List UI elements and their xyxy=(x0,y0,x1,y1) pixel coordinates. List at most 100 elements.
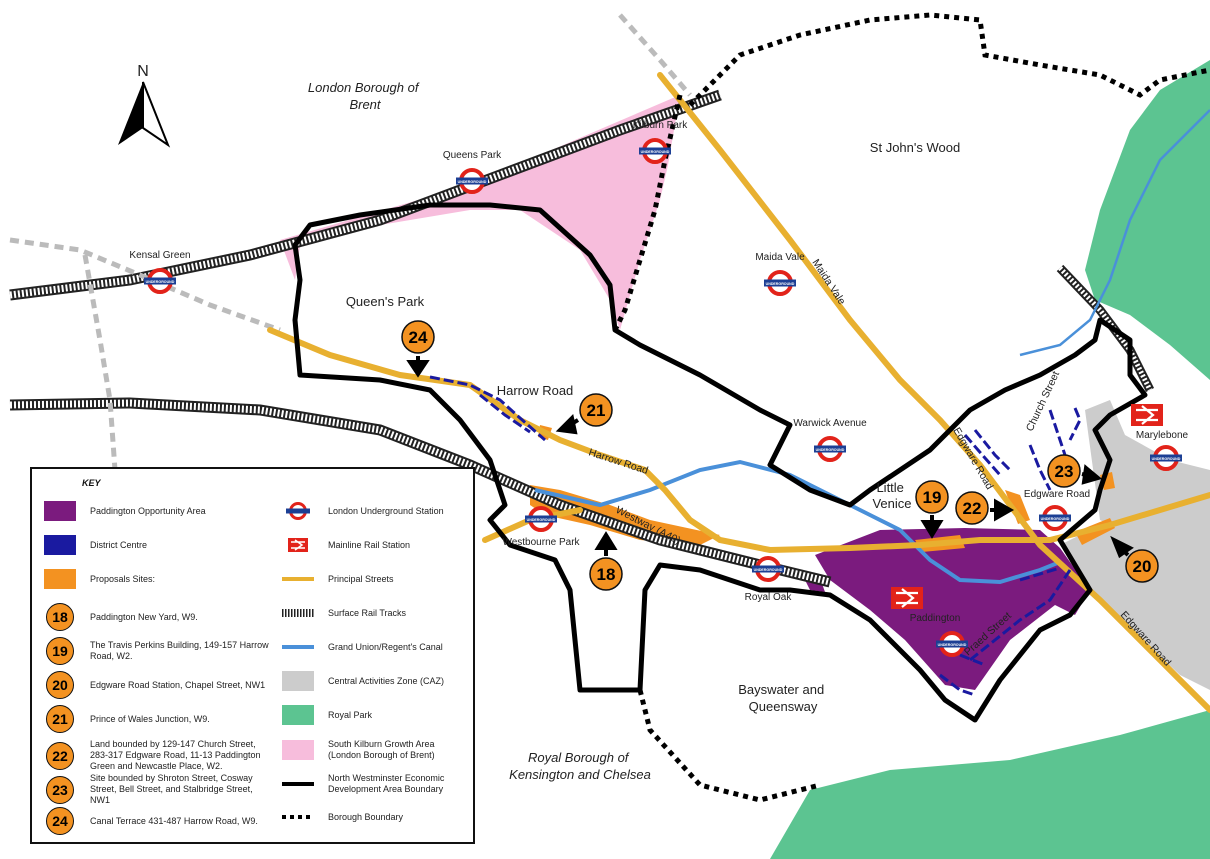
rail-tracks-icon xyxy=(282,603,314,623)
site-marker-19: 19 xyxy=(915,480,949,539)
key-row: 23 Site bounded by Shroton Street, Cosway… xyxy=(44,773,269,806)
little-venice-line-2: Venice xyxy=(872,496,911,511)
station-kilburn-park: Kilburn Park xyxy=(633,120,688,164)
key-site-number: 22 xyxy=(46,741,74,770)
key-swatch xyxy=(44,569,76,589)
svg-text:18: 18 xyxy=(597,565,616,584)
station-edgware-road: Edgware Road xyxy=(1024,489,1090,531)
station-label-royal-oak: Royal Oak xyxy=(745,592,793,603)
station-warwick-avenue: Warwick Avenue xyxy=(793,418,867,462)
bayswater-line-1: Bayswater and xyxy=(738,682,824,697)
key-row: Royal Park xyxy=(282,705,467,725)
key-row: Central Activities Zone (CAZ) xyxy=(282,671,467,691)
site-marker-18: 18 xyxy=(589,531,623,591)
area-label-harrow-road: Harrow Road xyxy=(497,383,574,398)
street-label-maida-vale: Maida Vale xyxy=(809,257,847,307)
key-row: London Underground Station xyxy=(282,501,467,521)
area-label-kensington: Royal Borough of Kensington and Chelsea xyxy=(509,750,651,782)
key-row: South Kilburn Growth Area (London Boroug… xyxy=(282,739,467,761)
key-row: Surface Rail Tracks xyxy=(282,603,467,623)
area-label-little-venice: Little Venice xyxy=(872,480,911,511)
site-marker-22: 22 xyxy=(955,491,1015,525)
royal-park-hyde xyxy=(770,710,1210,859)
key-label: Prince of Wales Junction, W9. xyxy=(90,713,210,724)
site-marker-24: 24 xyxy=(401,320,435,378)
key-label: Surface Rail Tracks xyxy=(328,607,407,618)
station-queens-park: Queens Park xyxy=(443,150,502,194)
borough-boundary-swatch xyxy=(282,807,314,827)
key-label: Mainline Rail Station xyxy=(328,539,411,550)
key-site-number: 24 xyxy=(46,807,74,835)
key-label: Canal Terrace 431-487 Harrow Road, W9. xyxy=(90,815,258,826)
caz-area-2 xyxy=(1060,520,1210,690)
key-row: Principal Streets xyxy=(282,569,467,589)
key-label: Paddington Opportunity Area xyxy=(90,505,206,516)
station-label-paddington: Paddington xyxy=(910,613,961,624)
svg-text:24: 24 xyxy=(409,328,428,347)
key-line-swatch xyxy=(282,569,314,589)
station-paddington: Paddington xyxy=(889,585,970,657)
key-swatch xyxy=(282,705,314,725)
station-label-warwick-avenue: Warwick Avenue xyxy=(793,418,867,429)
key-label: Site bounded by Shroton Street, Cosway S… xyxy=(90,773,253,805)
brent-line-1: London Borough of xyxy=(308,80,420,95)
street-label-harrow-road: Harrow Road xyxy=(587,446,650,477)
bayswater-line-2: Queensway xyxy=(749,699,818,714)
key-swatch xyxy=(282,740,314,760)
site-marker-23: 23 xyxy=(1047,454,1103,488)
key-site-number: 18 xyxy=(46,603,74,631)
key-label: District Centre xyxy=(90,539,148,550)
boundary-line-swatch xyxy=(282,774,314,794)
south-kilburn-growth-area xyxy=(280,95,680,330)
key-site-number: 23 xyxy=(46,775,74,804)
key-row: Borough Boundary xyxy=(282,807,467,827)
underground-icon xyxy=(282,501,314,521)
svg-text:21: 21 xyxy=(587,401,606,420)
royal-park-regents xyxy=(1085,60,1210,380)
key-row: Mainline Rail Station xyxy=(282,535,467,555)
key-label: Proposals Sites: xyxy=(90,573,156,584)
north-westminster-boundary xyxy=(292,202,1148,723)
key-row: 24 Canal Terrace 431-487 Harrow Road, W9. xyxy=(44,807,269,835)
key-site-number: 21 xyxy=(46,705,74,733)
brent-line-2: Brent xyxy=(349,97,381,112)
station-maida-vale: Maida Vale xyxy=(755,252,805,296)
key-label: North Westminster Economic Development A… xyxy=(328,773,445,794)
station-label-kilburn-park: Kilburn Park xyxy=(633,120,688,131)
key-row: North Westminster Economic Development A… xyxy=(282,773,467,795)
station-label-marylebone: Marylebone xyxy=(1136,430,1189,441)
station-label-maida-vale: Maida Vale xyxy=(755,252,805,263)
key-label: London Underground Station xyxy=(328,505,444,516)
north-arrow: N xyxy=(118,63,171,148)
area-label-st-johns-wood: St John's Wood xyxy=(870,140,960,155)
station-label-westbourne-park: Westbourne Park xyxy=(502,537,580,548)
key-swatch xyxy=(282,671,314,691)
key-swatch xyxy=(44,535,76,555)
area-label-bayswater: Bayswater and Queensway xyxy=(738,682,828,714)
key-label: The Travis Perkins Building, 149-157 Har… xyxy=(90,640,269,661)
rail-icon xyxy=(282,535,314,555)
key-label: Paddington New Yard, W9. xyxy=(90,611,198,622)
borough-boundary xyxy=(612,12,1210,803)
key-label: Borough Boundary xyxy=(328,811,404,822)
station-label-edgware-road: Edgware Road xyxy=(1024,489,1090,500)
key-label: Edgware Road Station, Chapel Street, NW1 xyxy=(90,679,266,690)
area-label-brent: London Borough of Brent xyxy=(308,80,422,112)
key-title: KEY xyxy=(82,478,101,488)
north-label: N xyxy=(137,63,149,80)
station-kensal-green: Kensal Green xyxy=(129,250,191,294)
proposal-site-22 xyxy=(1005,490,1030,524)
area-label-queens-park: Queen's Park xyxy=(346,294,425,309)
key-row: Paddington Opportunity Area xyxy=(44,501,269,521)
key-label: Principal Streets xyxy=(328,573,394,584)
kensington-line-2: Kensington and Chelsea xyxy=(509,767,651,782)
key-row: Grand Union/Regent's Canal xyxy=(282,637,467,657)
grey-dashed-lines xyxy=(9,13,692,471)
key-row: District Centre xyxy=(44,535,269,555)
site-marker-20: 20 xyxy=(1110,535,1159,583)
station-label-kensal-green: Kensal Green xyxy=(129,250,190,261)
